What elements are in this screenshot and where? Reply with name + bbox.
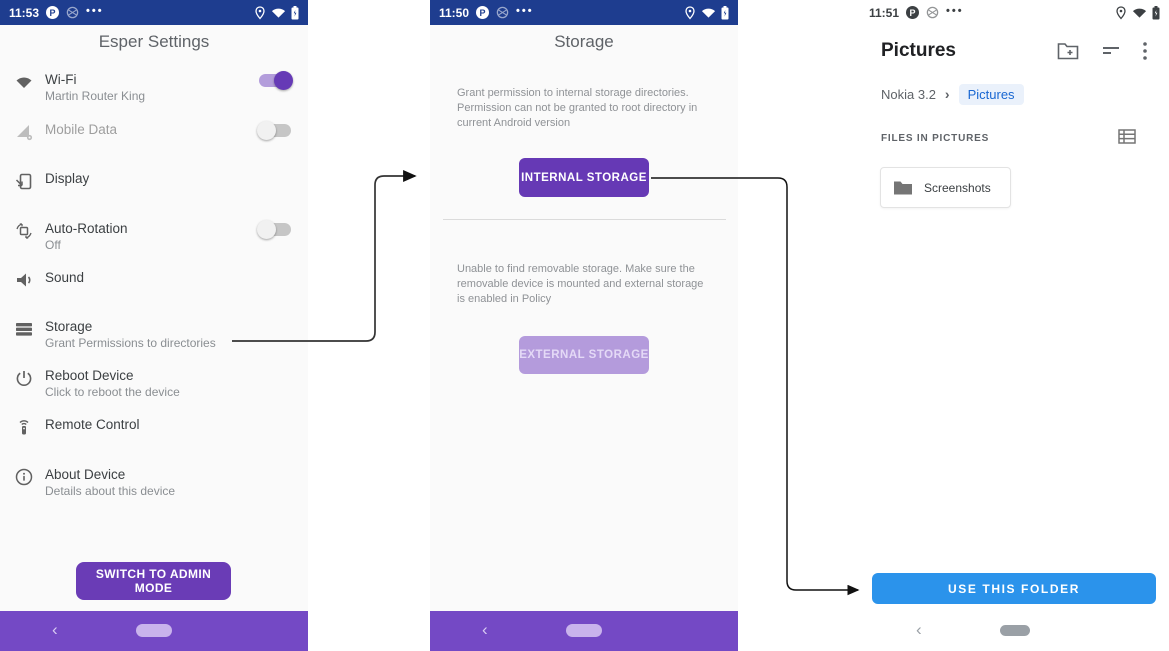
notification-dots-icon: ••• — [516, 5, 534, 17]
reboot-icon — [14, 368, 34, 388]
battery-icon — [1152, 5, 1160, 20]
mobile-data-toggle[interactable] — [257, 121, 291, 140]
android-nav-bar: ‹ — [430, 611, 738, 651]
row-label: Wi-Fi — [45, 72, 77, 87]
row-sublabel: Grant Permissions to directories — [45, 336, 216, 350]
location-icon — [1115, 5, 1127, 20]
nav-home-pill[interactable] — [136, 624, 172, 637]
auto-rotation-icon — [14, 221, 34, 241]
mobile-data-icon — [14, 122, 34, 142]
page-title: Storage — [554, 32, 614, 51]
status-bar: 11:50 P ••• — [430, 0, 738, 25]
wifi-icon — [14, 72, 34, 92]
screen-storage: 11:50 P ••• Storage Grant permis — [430, 0, 738, 651]
status-bar: 11:51 P ••• — [860, 0, 1169, 25]
sound-icon — [14, 270, 34, 290]
row-label: Remote Control — [45, 417, 140, 432]
esper-agent-icon: P — [46, 6, 60, 19]
screen-file-picker: 11:51 P ••• Pictures — [860, 0, 1169, 651]
wifi-toggle[interactable] — [259, 71, 293, 90]
battery-icon — [291, 5, 299, 20]
android-nav-bar: ‹ — [860, 611, 1169, 651]
breadcrumb-current[interactable]: Pictures — [958, 84, 1024, 105]
row-label: Sound — [45, 270, 85, 285]
nav-back-icon[interactable]: ‹ — [916, 620, 922, 639]
section-divider — [443, 219, 726, 220]
breadcrumb: Nokia 3.2 › Pictures — [881, 84, 1024, 105]
storage-icon — [14, 319, 34, 339]
folder-icon — [893, 180, 913, 196]
status-time: 11:51 — [869, 5, 900, 20]
external-storage-button[interactable]: EXTERNAL STORAGE — [519, 336, 649, 374]
internal-storage-button[interactable]: INTERNAL STORAGE — [519, 158, 649, 197]
auto-rotation-toggle[interactable] — [257, 220, 291, 239]
status-time: 11:50 — [439, 5, 470, 20]
row-label: Reboot Device — [45, 368, 134, 383]
about-icon — [14, 467, 34, 487]
page-title: Esper Settings — [98, 32, 210, 51]
wifi-status-icon — [271, 6, 286, 19]
overflow-menu-icon[interactable] — [1143, 42, 1147, 60]
notification-dots-icon: ••• — [86, 5, 104, 17]
notification-dots-icon: ••• — [946, 5, 964, 17]
row-sublabel: Off — [45, 238, 61, 252]
chevron-right-icon: › — [944, 85, 950, 102]
vpn-mesh-icon — [66, 6, 79, 19]
screen-esper-settings: 11:53 P ••• Esper Settings — [0, 0, 308, 651]
breadcrumb-root[interactable]: Nokia 3.2 — [881, 87, 936, 102]
nav-home-pill[interactable] — [566, 624, 602, 637]
vpn-mesh-icon — [926, 6, 939, 19]
row-sublabel: Click to reboot the device — [45, 385, 180, 399]
page-title: Pictures — [881, 40, 956, 61]
vpn-mesh-icon — [496, 6, 509, 19]
row-label: Storage — [45, 319, 93, 334]
external-storage-note: Unable to find removable storage. Make s… — [457, 263, 704, 305]
folder-name: Screenshots — [924, 180, 991, 195]
wifi-status-icon — [701, 6, 716, 19]
folder-item-screenshots[interactable]: Screenshots — [880, 167, 1011, 208]
nav-back-icon[interactable]: ‹ — [482, 620, 488, 639]
status-bar: 11:53 P ••• — [0, 0, 308, 25]
switch-to-admin-mode-button[interactable]: SWITCH TO ADMIN MODE — [76, 562, 231, 600]
location-icon — [254, 5, 266, 20]
row-label: About Device — [45, 467, 126, 482]
use-this-folder-button[interactable]: USE THIS FOLDER — [872, 573, 1156, 604]
section-label: FILES IN PICTURES — [881, 133, 990, 144]
remote-control-icon — [14, 417, 34, 437]
nav-back-icon[interactable]: ‹ — [52, 620, 58, 639]
nav-home-pill[interactable] — [999, 625, 1030, 636]
row-label: Mobile Data — [45, 122, 118, 137]
row-sublabel: Martin Router King — [45, 89, 146, 103]
location-icon — [684, 5, 696, 20]
display-icon — [14, 171, 34, 191]
new-folder-icon[interactable] — [1057, 42, 1079, 60]
row-sublabel: Details about this device — [45, 484, 176, 498]
row-label: Display — [45, 171, 90, 186]
status-time: 11:53 — [9, 5, 40, 20]
internal-storage-note: Grant permission to internal storage dir… — [457, 87, 698, 129]
esper-agent-icon: P — [476, 6, 490, 19]
wifi-status-icon — [1132, 6, 1147, 19]
battery-icon — [721, 5, 729, 20]
sort-icon[interactable] — [1102, 44, 1120, 58]
android-nav-bar: ‹ — [0, 611, 308, 651]
list-view-icon[interactable] — [1118, 129, 1136, 144]
row-label: Auto-Rotation — [45, 221, 128, 236]
esper-agent-icon: P — [906, 6, 920, 19]
